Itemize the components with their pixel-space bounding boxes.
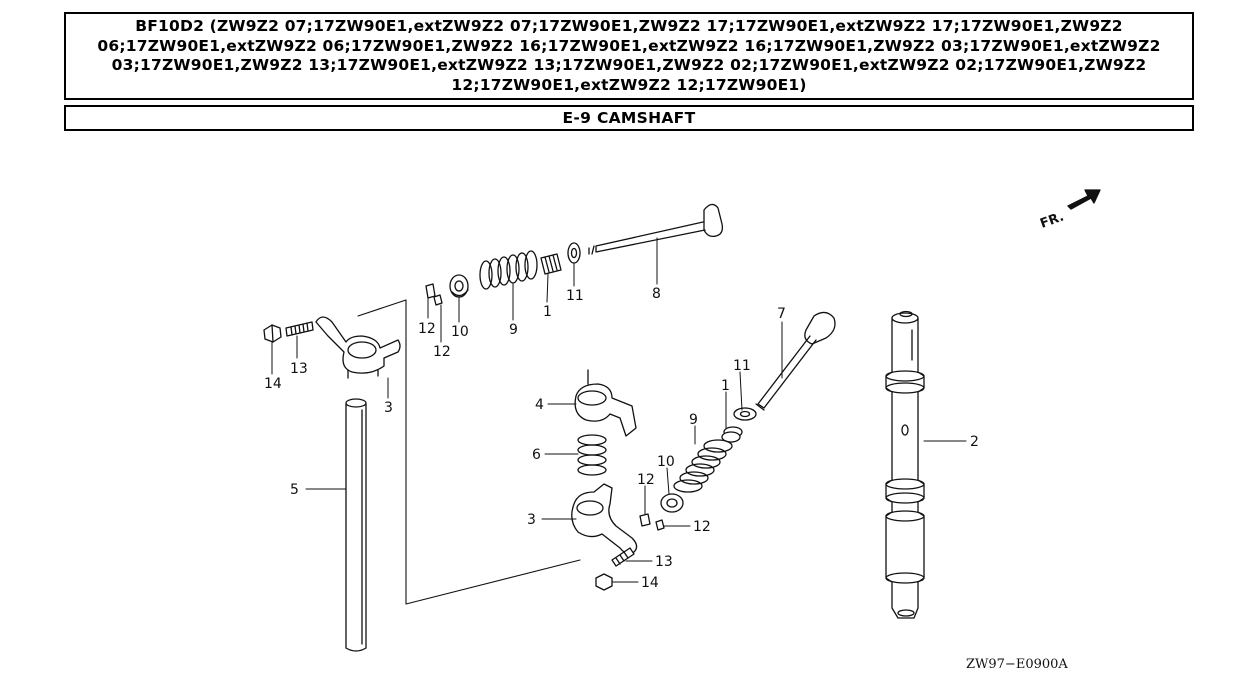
callout-12d: 12	[693, 519, 711, 535]
lock-nut-14b	[595, 573, 613, 591]
callout-5: 5	[290, 482, 299, 498]
leader-lines	[271, 237, 967, 583]
callout-9a: 9	[509, 322, 518, 338]
spring-6	[577, 434, 607, 476]
adjusting-screw-13a	[285, 321, 314, 337]
callout-11a: 11	[566, 288, 584, 304]
lock-nut-14a	[263, 324, 282, 343]
callout-14a: 14	[264, 376, 282, 392]
callout-3a: 3	[384, 400, 393, 416]
callout-1b: 1	[721, 378, 730, 394]
camshaft-2	[885, 310, 925, 619]
valve-spring-9a	[479, 250, 538, 290]
spring-seat-1a	[540, 253, 562, 275]
spring-retainer-10a	[449, 274, 469, 298]
callout-6: 6	[532, 447, 541, 463]
callout-12c: 12	[637, 472, 655, 488]
section-header: E-9 CAMSHAFT	[64, 105, 1194, 131]
callout-13b: 13	[655, 554, 673, 570]
callout-7: 7	[777, 306, 786, 322]
adjusting-screw-13b	[611, 547, 635, 567]
drawing-reference: ZW97−E0900A	[966, 657, 1068, 672]
model-title: BF10D2 (ZW9Z2 07;17ZW90E1,extZW9Z2 07;17…	[97, 17, 1161, 94]
valve-spring-9b	[673, 439, 733, 493]
front-direction-arrow	[1067, 189, 1101, 210]
valve-8	[588, 203, 724, 255]
valve-seal-11b	[733, 407, 757, 421]
callout-1a: 1	[543, 304, 552, 320]
callout-12a: 12	[418, 321, 436, 337]
callout-14b: 14	[641, 575, 659, 591]
callout-11b: 11	[733, 358, 751, 374]
rocker-arm-3a	[315, 316, 401, 379]
rocker-arm-3b	[571, 483, 638, 554]
cotter-12a	[425, 283, 443, 306]
valve-seal-11a	[567, 242, 581, 264]
push-rod-5	[345, 398, 367, 652]
callout-13a: 13	[290, 361, 308, 377]
callout-2: 2	[970, 434, 979, 450]
spring-seat-1b	[721, 426, 743, 443]
cotter-12b	[639, 513, 665, 531]
callout-4: 4	[535, 397, 544, 413]
rocker-arm-4	[574, 369, 637, 437]
model-header: BF10D2 (ZW9Z2 07;17ZW90E1,extZW9Z2 07;17…	[64, 12, 1194, 100]
callout-9b: 9	[689, 412, 698, 428]
spring-retainer-10b	[660, 493, 684, 513]
section-title: E-9 CAMSHAFT	[562, 109, 696, 127]
callout-8: 8	[652, 286, 661, 302]
callout-12b: 12	[433, 344, 451, 360]
valve-7	[755, 311, 836, 411]
callout-10b: 10	[657, 454, 675, 470]
callout-10a: 10	[451, 324, 469, 340]
callout-3b: 3	[527, 512, 536, 528]
front-direction-label: FR.	[1038, 209, 1066, 231]
